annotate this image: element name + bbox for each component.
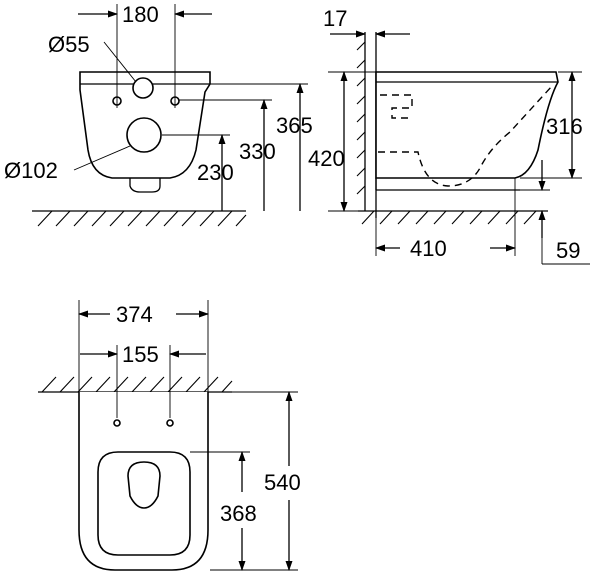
- front-view: 180 Ø55 Ø102 365 330 230: [4, 2, 313, 227]
- dim-365-label: 365: [276, 113, 313, 138]
- dim-374-label: 374: [116, 302, 153, 327]
- front-outlet: [73, 117, 162, 171]
- dim-330-label: 330: [239, 139, 276, 164]
- dim-outlet-dia-label: Ø102: [4, 158, 58, 183]
- side-floor-hatch: [358, 210, 548, 225]
- dim-17: 17: [323, 6, 410, 38]
- dim-155: 155: [80, 342, 206, 418]
- side-wall: [356, 32, 377, 218]
- dim-316-label: 316: [546, 114, 583, 139]
- dim-inlet-dia-label: Ø55: [48, 32, 90, 57]
- dim-230-label: 230: [197, 160, 234, 185]
- dim-368-label: 368: [220, 501, 257, 526]
- dim-59-label: 59: [556, 238, 580, 263]
- dim-420: 420: [308, 71, 376, 212]
- top-view: 374 155 540 368: [38, 300, 301, 571]
- dim-410: 410: [375, 178, 516, 261]
- front-floor-hatch: [32, 210, 247, 227]
- side-view: 17 420 316 59: [308, 6, 590, 265]
- top-toilet-outline: [78, 392, 209, 571]
- dim-316: 316: [520, 71, 583, 179]
- front-fixing-holes: [112, 90, 180, 108]
- dim-540-label: 540: [264, 470, 301, 495]
- dim-front-verticals: 365 330 230: [162, 83, 313, 211]
- dim-155-label: 155: [122, 342, 159, 367]
- top-wall-hatch: [38, 376, 233, 393]
- dim-180: 180: [78, 2, 212, 90]
- dim-374: 374: [78, 300, 209, 392]
- dim-180-label: 180: [122, 2, 159, 27]
- dim-410-label: 410: [410, 236, 447, 261]
- dim-420-label: 420: [308, 146, 345, 171]
- side-toilet-body: [375, 71, 559, 191]
- front-inlet: [103, 41, 154, 99]
- dim-368: 368: [190, 451, 257, 571]
- dim-17-label: 17: [323, 6, 347, 31]
- dim-540: 540: [210, 391, 301, 571]
- dim-59: 59: [520, 160, 590, 265]
